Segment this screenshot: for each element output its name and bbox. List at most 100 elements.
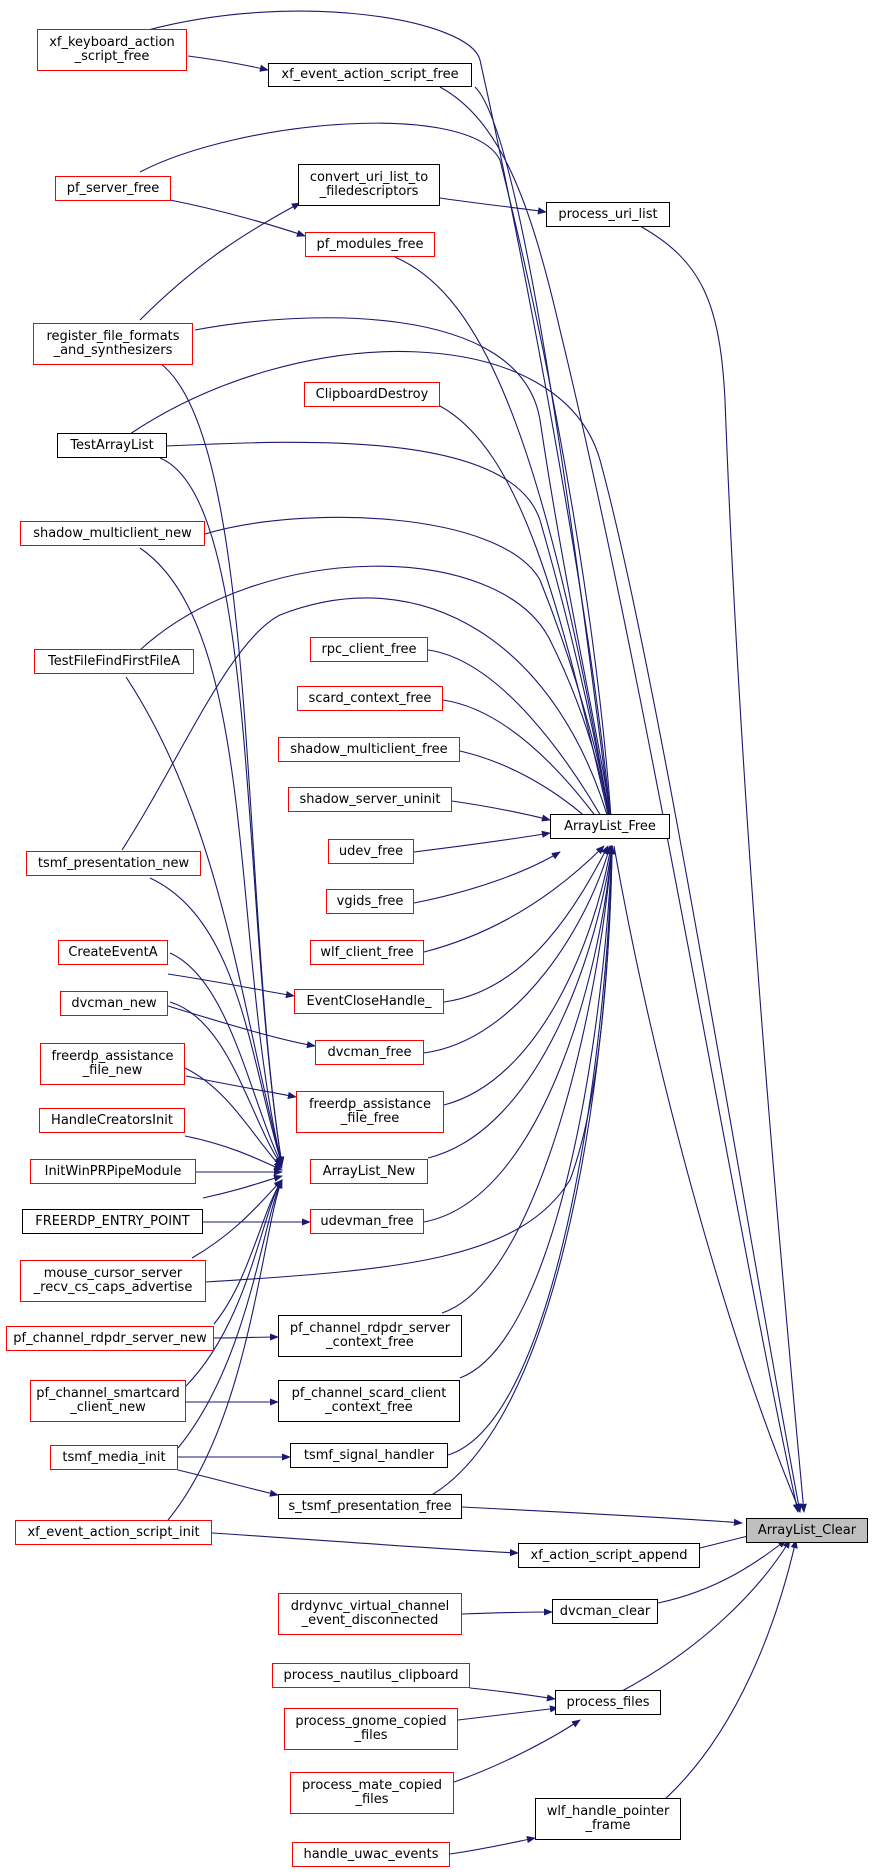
edge-testarraylist-to-arraylist-free [165,441,615,833]
edge-handle-uwac-to-wlf-pointer-frame [449,1836,536,1855]
edge-shadow-multiclient-new-to-arraylist-new [139,547,284,1166]
node-pf-server-free[interactable]: pf_server_free [55,176,171,201]
node-wlf-handle-pointer-frame[interactable]: wlf_handle_pointer _frame [535,1798,681,1840]
edge-dvcman-new-to-arraylist-new [169,1001,283,1167]
node-freerdp-assistance-file-free[interactable]: freerdp_assistance _file_free [296,1091,444,1133]
node-test-file-find-first-file-a[interactable]: TestFileFindFirstFileA [34,649,194,674]
node-dvcman-clear[interactable]: dvcman_clear [552,1599,658,1624]
node-arraylist-new[interactable]: ArrayList_New [310,1159,428,1184]
node-drdynvc-virtual-channel-event-disconnected[interactable]: drdynvc_virtual_channel _event_disconnec… [278,1593,462,1635]
node-pf-channel-scard-client-context-free[interactable]: pf_channel_scard_client _context_free [278,1380,460,1422]
edge-s-tsmf-pres-free-to-arraylist-clear [461,1506,743,1526]
edge-register-file-formats-to-arraylist-free [194,317,615,833]
node-rpc-client-free[interactable]: rpc_client_free [310,637,428,662]
edge-udev-free-to-arraylist-free [413,830,551,853]
edge-shadow-multiclient-new-to-arraylist-free [204,516,615,833]
edge-freerdp-af-new-to-freerdp-af-free [185,1075,297,1100]
node-xf-event-action-script-init[interactable]: xf_event_action_script_init [15,1520,212,1545]
node-arraylist-free[interactable]: ArrayList_Free [550,814,670,839]
node-test-array-list[interactable]: TestArrayList [57,433,167,458]
node-convert-uri-list-to-filedescriptors[interactable]: convert_uri_list_to _filedescriptors [298,164,440,206]
node-create-event-a[interactable]: CreateEventA [58,940,168,965]
edge-pf-server-free-to-pf-modules-free [169,199,306,237]
edge-xf-event-action-init-to-arraylist-new [167,1179,283,1521]
node-process-files[interactable]: process_files [555,1690,661,1715]
edge-testfilefind-to-arraylist-free [139,565,615,833]
edge-s-tsmf-pres-free-to-arraylist-free [399,845,616,1509]
node-init-winpr-pipe-module[interactable]: InitWinPRPipeModule [30,1159,196,1184]
edge-tsmf-pres-new-to-arraylist-new [149,877,284,1166]
edge-mouse-cursor-to-arraylist-new [191,1179,283,1259]
node-wlf-client-free[interactable]: wlf_client_free [310,940,424,965]
node-scard-context-free[interactable]: scard_context_free [297,686,443,711]
node-arraylist-clear: ArrayList_Clear [746,1518,868,1543]
node-shadow-server-uninit[interactable]: shadow_server_uninit [288,787,452,812]
edge-rpc-client-free-to-arraylist-free [427,649,611,833]
edge-shadow-server-uninit-to-arraylist-free [451,800,551,822]
node-tsmf-presentation-new[interactable]: tsmf_presentation_new [26,851,201,876]
node-process-uri-list[interactable]: process_uri_list [546,202,670,227]
node-mouse-cursor-server-recv-cs-caps-advertise[interactable]: mouse_cursor_server _recv_cs_caps_advert… [20,1260,206,1302]
edge-handlecreatorsinit-to-arraylist-new [184,1135,283,1171]
edge-scard-context-free-to-arraylist-free [442,699,609,834]
node-xf-keyboard-action-script-free[interactable]: xf_keyboard_action _script_free [37,29,187,71]
node-pf-channel-smartcard-client-new[interactable]: pf_channel_smartcard _client_new [30,1380,186,1422]
edge-testarraylist-to-arraylist-new [159,457,285,1166]
node-shadow-multiclient-new[interactable]: shadow_multiclient_new [20,521,205,546]
edge-xf-event-script-free-to-arraylist-free [474,86,615,833]
edge-wlf-pointer-frame-to-arraylist-clear [649,1539,798,1813]
edge-register-to-convert-uri [139,202,301,321]
edge-testfilefind-to-arraylist-new [125,676,284,1166]
edge-arraylist-new-to-arraylist-free [427,845,615,1159]
edge-dvcman-free-to-arraylist-free [423,845,612,1054]
node-vgids-free[interactable]: vgids_free [326,889,414,914]
node-handle-creators-init[interactable]: HandleCreatorsInit [39,1108,185,1133]
node-shadow-multiclient-free[interactable]: shadow_multiclient_free [278,737,460,762]
node-freerdp-entry-point[interactable]: FREERDP_ENTRY_POINT [22,1209,203,1234]
node-dvcman-new[interactable]: dvcman_new [60,991,168,1016]
node-udevman-free[interactable]: udevman_free [310,1209,424,1234]
edge-xf-keyboard-to-xf-event-script-free [187,55,269,72]
edge-arraylist-free-to-arraylist-clear [613,845,801,1513]
node-tsmf-signal-handler[interactable]: tsmf_signal_handler [290,1443,448,1468]
node-process-nautilus-clipboard[interactable]: process_nautilus_clipboard [272,1663,470,1688]
node-udev-free[interactable]: udev_free [328,839,414,864]
edge-pf-modules-free-to-arraylist-free [394,256,615,833]
node-process-mate-copied-files[interactable]: process_mate_copied _files [290,1772,454,1814]
node-xf-action-script-append[interactable]: xf_action_script_append [518,1543,700,1568]
node-dvcman-free[interactable]: dvcman_free [315,1040,424,1065]
edge-tsmf-media-init-to-arraylist-new [177,1179,283,1449]
edge-process-uri-list-to-arraylist-clear [639,225,807,1513]
edge-pf-server-free-to-arraylist-free [139,122,616,833]
edge-gnome-to-process-files [457,1705,559,1721]
node-pf-channel-rdpdr-server-context-free[interactable]: pf_channel_rdpdr_server _context_free [278,1315,462,1357]
node-pf-channel-rdpdr-server-new[interactable]: pf_channel_rdpdr_server_new [6,1326,214,1351]
edge-eventclosehandle-to-arraylist-free [443,845,609,1003]
node-clipboard-destroy[interactable]: ClipboardDestroy [304,382,440,407]
node-xf-event-action-script-free[interactable]: xf_event_action_script_free [268,63,472,87]
edge-testarraylist-to-arraylist-clear [129,350,803,1513]
edge-pf-smartcard-new-to-arraylist-new [185,1179,283,1387]
node-tsmf-media-init[interactable]: tsmf_media_init [50,1445,178,1470]
edge-xf-keyboard-to-arraylist-free [147,10,615,833]
node-handle-uwac-events[interactable]: handle_uwac_events [292,1842,450,1867]
edge-pf-rdpdr-new-to-pf-rdpdr-ctx-free [213,1333,279,1341]
edge-pf-rdpdr-ctx-free-to-arraylist-free [441,845,615,1314]
edge-tsmf-signal-handler-to-arraylist-free [447,845,616,1456]
node-process-gnome-copied-files[interactable]: process_gnome_copied _files [284,1708,458,1750]
node-register-file-formats-and-synthesizers[interactable]: register_file_formats _and_synthesizers [33,323,193,365]
edge-wlf-client-free-to-arraylist-free [423,845,605,953]
edge-dvcman-clear-to-arraylist-clear [657,1539,787,1604]
node-s-tsmf-presentation-free[interactable]: s_tsmf_presentation_free [278,1494,462,1519]
node-event-close-handle[interactable]: EventCloseHandle_ [294,989,444,1014]
edge-mate-to-process-files [453,1719,581,1783]
edge-xf-event-init-to-xf-action-append [211,1532,519,1557]
edge-vgids-free-to-arraylist-free [413,851,561,904]
edge-pf-scard-ctx-free-to-arraylist-free [459,845,616,1379]
node-freerdp-assistance-file-new[interactable]: freerdp_assistance _file_new [40,1043,185,1085]
node-pf-modules-free[interactable]: pf_modules_free [305,232,435,257]
edge-clipboard-destroy-to-arraylist-free [439,405,614,833]
edge-tsmf-media-init-to-s-tsmf-pres-free [177,1469,279,1497]
edge-xf-event-script-free-to-arraylist-clear [439,86,800,1513]
